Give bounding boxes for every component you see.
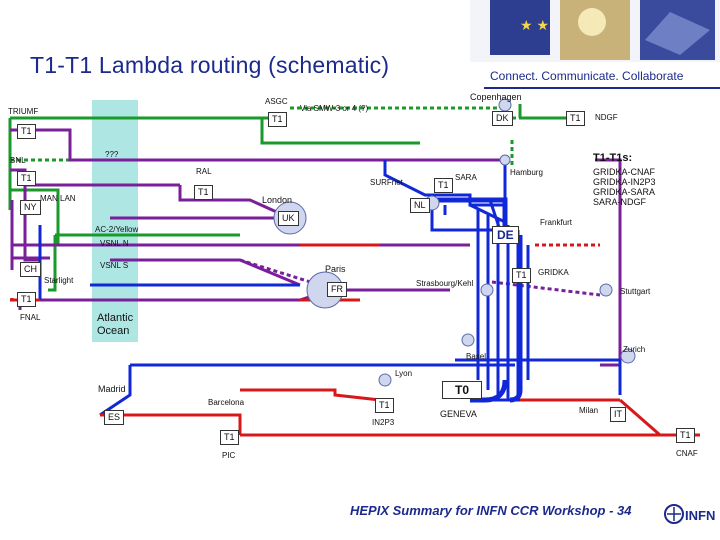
red-links	[10, 243, 700, 437]
t1-t1-legend: T1-T1s: GRIDKA-CNAF GRIDKA-IN2P3 GRIDKA-…	[593, 152, 656, 208]
page-title: T1-T1 Lambda routing (schematic)	[30, 52, 390, 78]
label-basel: Basel	[466, 352, 487, 361]
header-banner-image: ★ ★	[470, 0, 720, 62]
node-t1-asgc: T1	[268, 112, 287, 127]
label-man-lan: MAN LAN	[40, 194, 76, 203]
label-strasbourg: Strasbourg/Kehl	[416, 279, 474, 288]
node-de: DE	[492, 226, 519, 244]
label-barcelona: Barcelona	[208, 398, 245, 407]
node-t1-fnal: T1	[17, 292, 36, 307]
label-atlantic-ocean: Atlantic Ocean	[97, 312, 134, 337]
label-ac2-yellow: AC-2/Yellow	[95, 225, 139, 234]
node-t1-cnaf: T1	[676, 428, 695, 443]
label-asgc: ASGC	[265, 97, 288, 106]
infn-logo: INFN	[664, 500, 716, 539]
label-london: London	[262, 195, 293, 205]
svg-text:★ ★: ★ ★	[520, 17, 549, 33]
node-ch: CH	[20, 262, 41, 277]
label-stuttgart: Stuttgart	[620, 287, 651, 296]
node-es: ES	[104, 410, 125, 425]
label-pic: PIC	[222, 451, 236, 460]
node-t1-gridka: T1	[512, 268, 531, 283]
header-rule	[484, 87, 720, 89]
node-uk: UK	[278, 211, 299, 226]
label-zurich: Zurich	[623, 345, 646, 354]
footer-text: HEPIX Summary for INFN CCR Workshop - 34	[350, 503, 632, 518]
label-geneva: GENEVA	[440, 409, 477, 419]
label-bnl: BNL	[10, 156, 26, 165]
label-unknown: ???	[105, 150, 119, 159]
label-in2p3: IN2P3	[372, 418, 395, 427]
node-t1-ral: T1	[194, 185, 213, 200]
node-t1-triumf: T1	[17, 124, 36, 139]
label-cnaf: CNAF	[676, 449, 698, 458]
legend-item: GRIDKA-SARA	[593, 187, 656, 197]
label-surfnet: SURFnet	[370, 178, 403, 187]
svg-text:INFN: INFN	[685, 508, 715, 523]
node-t1-ndgf: T1	[566, 111, 585, 126]
legend-item: SARA-NDGF	[593, 197, 647, 207]
legend-item: GRIDKA-IN2P3	[593, 177, 656, 187]
node-t1-pic: T1	[220, 430, 239, 445]
node-t1-sara: T1	[434, 178, 453, 193]
label-via-smw: Via SMW-3 or 4 (?)	[300, 104, 369, 113]
label-milan: Milan	[579, 406, 599, 415]
label-fnal: FNAL	[20, 313, 41, 322]
label-vsnl-n: VSNL N	[100, 239, 129, 248]
label-frankfurt: Frankfurt	[540, 218, 573, 227]
blue-trunk-links	[432, 197, 523, 403]
node-fr: FR	[327, 282, 347, 297]
label-triumf: TRIUMF	[8, 107, 39, 116]
label-sara: SARA	[455, 173, 477, 182]
purple-links	[10, 128, 622, 367]
legend-item: GRIDKA-CNAF	[593, 167, 656, 177]
label-madrid: Madrid	[98, 384, 126, 394]
node-t1-bnl: T1	[17, 171, 36, 186]
node-dk: DK	[492, 111, 513, 126]
node-it: IT	[610, 407, 626, 422]
label-lyon: Lyon	[395, 369, 413, 378]
label-hamburg: Hamburg	[510, 168, 543, 177]
label-starlight: Starlight	[44, 276, 74, 285]
tagline: Connect. Communicate. Collaborate	[490, 69, 684, 83]
node-t1-in2p3: T1	[375, 398, 394, 413]
node-nl: NL	[410, 198, 430, 213]
node-t0: T0	[442, 381, 483, 399]
label-ral: RAL	[196, 167, 212, 176]
legend-title: T1-T1s:	[593, 152, 633, 164]
label-copenhagen: Copenhagen	[470, 92, 522, 102]
label-vsnl-s: VSNL S	[100, 261, 129, 270]
label-gridka: GRIDKA	[538, 268, 569, 277]
node-ny: NY	[20, 200, 41, 215]
label-paris: Paris	[325, 264, 346, 274]
atlantic-ocean-band	[92, 100, 138, 342]
label-ndgf: NDGF	[595, 113, 618, 122]
